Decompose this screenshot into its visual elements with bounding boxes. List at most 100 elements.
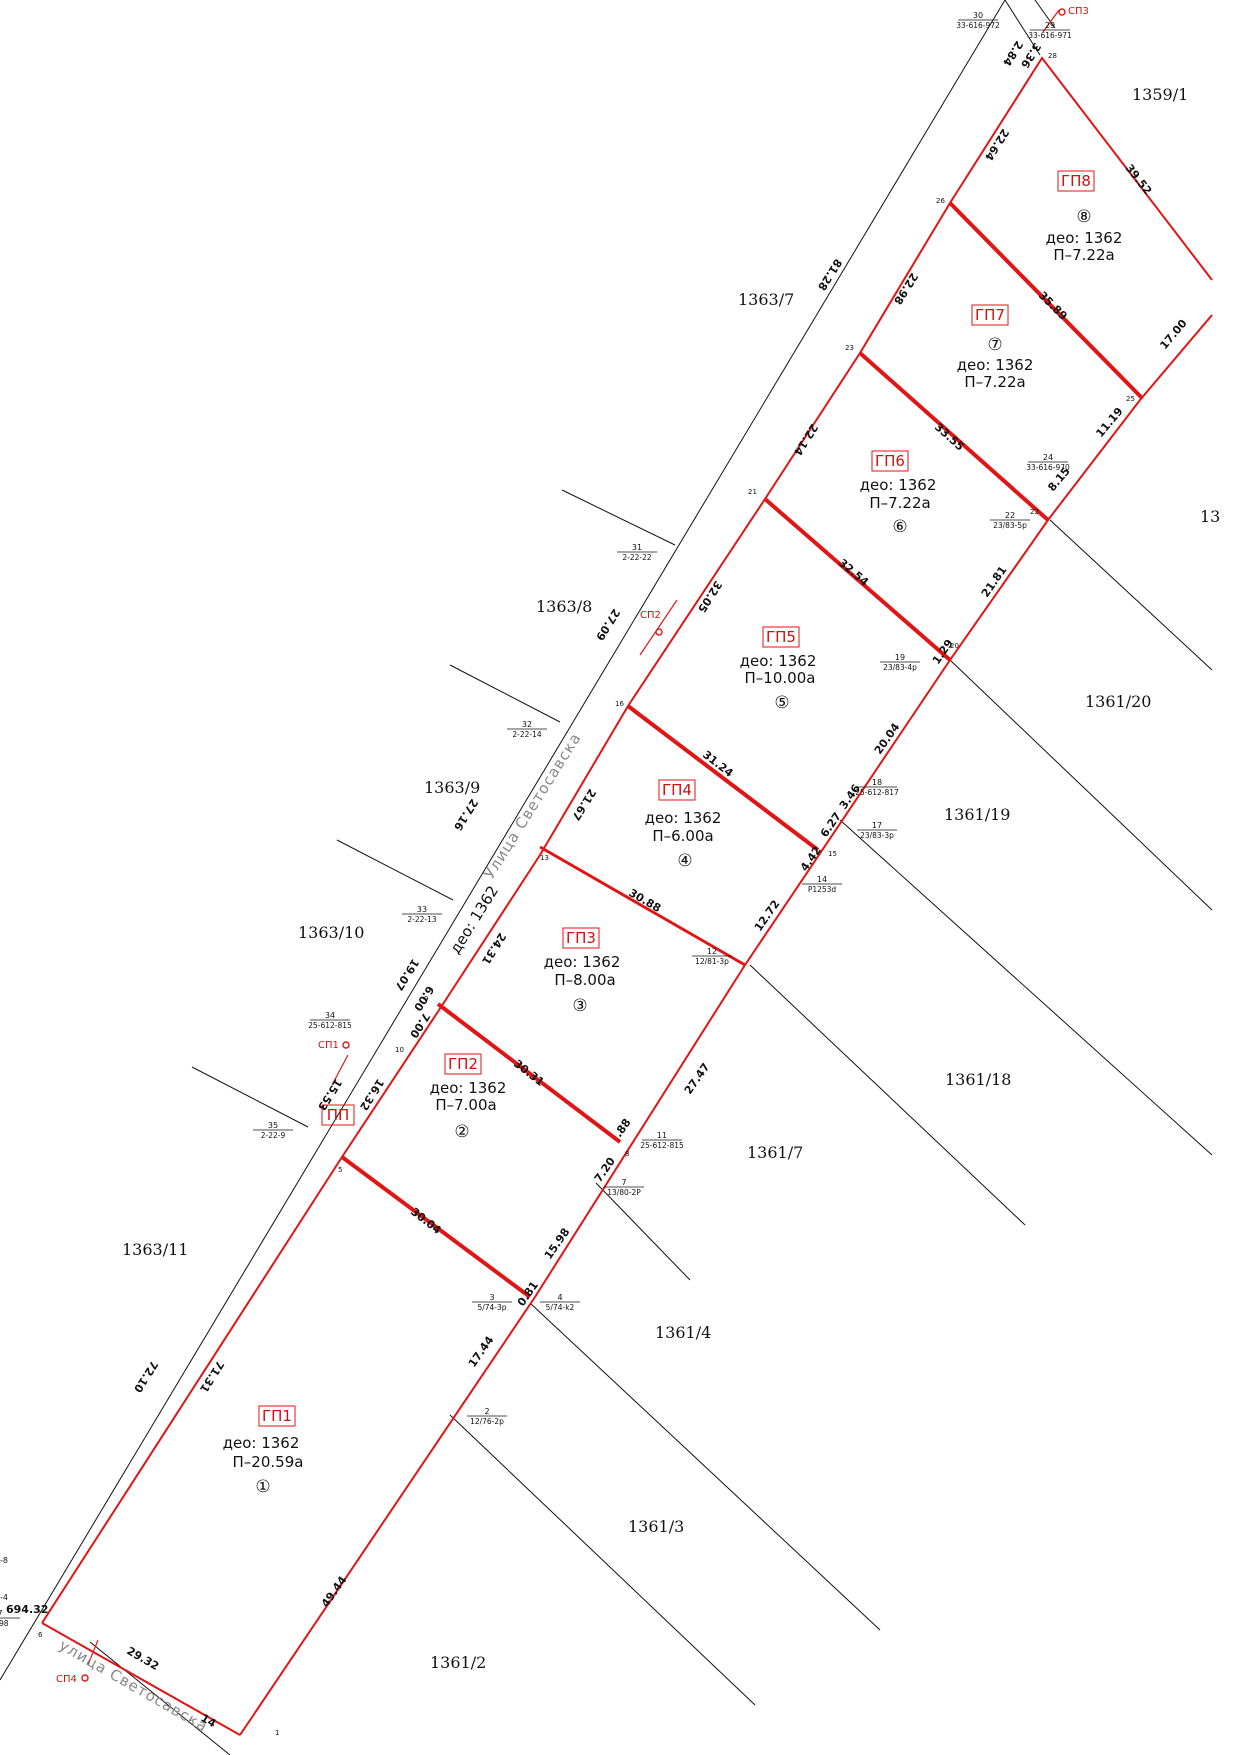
caption-document: 25-612-815: [308, 1021, 352, 1030]
corner-points: 28 26 23 25 21 22 20 16 15 13 9 10 8 5 6…: [38, 52, 1135, 1737]
lot-gp1: ГП1 део: 1362 П–20.59а ①: [223, 1405, 304, 1497]
lot-gp6: ГП6 део: 1362 П–7.22а ⑥: [860, 450, 936, 537]
lots: ГП8 ⑧ део: 1362 П–7.22а ГП7 ⑦ део: 1362 …: [223, 170, 1122, 1497]
survey-point-marker: [342, 1041, 350, 1049]
lot-code: ГП2: [448, 1055, 478, 1073]
caption-number: 18: [872, 778, 882, 787]
dimension-label: 49.44: [319, 1573, 350, 1609]
parcel-label: 1363/11: [122, 1240, 188, 1259]
dimension-label: 7.20: [592, 1155, 618, 1185]
point-number: 28: [1048, 52, 1057, 60]
lot-code-box: [562, 927, 600, 949]
fraction-caption: 7-798: [0, 1609, 20, 1628]
caption-number: 19: [895, 653, 905, 662]
lot-gp4: ГП4 део: 1362 П–6.00а ④: [645, 779, 721, 871]
cadastral-boundaries: [0, 0, 1213, 1755]
point-number: 15: [828, 850, 837, 858]
parcel-labels: 1359/1 1363/7 1363/8 1363/9 1363/10 1363…: [122, 85, 1220, 1672]
caption-document: 12/76-2p: [470, 1417, 504, 1426]
lot-code: ГП1: [262, 1407, 292, 1425]
survey-point-marker: [655, 628, 663, 636]
caption-document: 12/81-3p: [695, 957, 729, 966]
point-number: 22: [1030, 508, 1039, 516]
survey-point-label: СП4: [56, 1674, 77, 1685]
caption-number: 17: [872, 821, 882, 830]
lot-number-circle: ⑤: [774, 693, 789, 713]
lot-code-box: [1057, 170, 1095, 192]
lot-area: П–7.00а: [435, 1096, 496, 1114]
caption-number: 24: [1043, 453, 1053, 462]
fraction-caption: 45/74-k2: [540, 1293, 580, 1312]
fraction-caption: 713/80-2P: [604, 1178, 644, 1197]
lot-deo: део: 1362: [223, 1434, 300, 1452]
dimension-label: 39.52: [1123, 162, 1155, 197]
point-number: 23: [845, 344, 854, 352]
parcel-label: 1361/7: [747, 1143, 803, 1162]
caption-number: 32: [522, 720, 532, 729]
lot-area: П–20.59а: [233, 1453, 304, 1471]
dimension-label: 30.31: [511, 1057, 546, 1089]
lot-code: ГП7: [975, 306, 1005, 324]
parcel-label: 1361/18: [945, 1070, 1011, 1089]
lot-code: ГП6: [875, 452, 905, 470]
survey-line-sp4: [87, 1639, 99, 1666]
lot-divider-5-4: [340, 1155, 532, 1299]
point-number: 5: [338, 1166, 342, 1174]
parcel-label: 1363/8: [536, 597, 592, 616]
caption-number: 7: [621, 1178, 626, 1187]
dimension-label: 27.47: [682, 1061, 713, 1097]
dimension-label: 30.04: [408, 1205, 444, 1237]
lot-gp7: ГП7 ⑦ део: 1362 П–7.22а: [957, 304, 1033, 391]
point-number: 9: [424, 995, 428, 1003]
point-number: 6: [38, 1631, 43, 1639]
caption-number: 30: [973, 11, 983, 20]
parcel-label: 1361/4: [655, 1323, 711, 1342]
lot-area: П–7.22а: [869, 494, 930, 512]
caption-document: 33-616-971: [1028, 31, 1072, 40]
lot-number-circle: ⑦: [987, 335, 1002, 355]
point-number: 10: [395, 1046, 404, 1054]
point-number: 8: [625, 1150, 629, 1158]
caption-number: 34: [325, 1011, 335, 1020]
lot-deo: део: 1362: [740, 652, 817, 670]
lot-deo: део: 1362: [430, 1079, 507, 1097]
parcel-label: 1361/2: [430, 1653, 486, 1672]
lot-gp5: ГП5 део: 1362 П–10.00а ⑤: [740, 626, 817, 713]
caption-number: 4: [557, 1293, 562, 1302]
parcel-label: 13: [1200, 507, 1220, 526]
lot-code: ГП5: [766, 628, 796, 646]
dimension-label: 21.67: [569, 786, 598, 822]
lot-divider-13-12: [539, 845, 746, 967]
caption-document: -798: [0, 1619, 9, 1628]
lot-number-circle: ②: [454, 1122, 469, 1142]
caption-document: 2-22-22: [622, 553, 651, 562]
survey-point-marker: [1058, 8, 1066, 16]
lot-divider-26-25: [948, 201, 1144, 400]
dimensions: 2.84 3.36 22.64 39.52 22.98 35.89 17.00 …: [6, 38, 1190, 1730]
caption-document: P1253d: [808, 885, 837, 894]
dimension-label: 24.31: [479, 930, 508, 966]
lot-gp3: ГП3 део: 1362 П–8.00а ③: [544, 927, 620, 1016]
lot-code-box: [762, 626, 800, 648]
lot-code: ГП8: [1061, 172, 1091, 190]
lot-code: ГП4: [662, 781, 692, 799]
caption-document: 5/74-3p: [477, 1303, 506, 1312]
dimension-label: 17.44: [466, 1333, 497, 1369]
caption-document: 25-612-817: [855, 788, 899, 797]
lot-area: П–6.00а: [652, 827, 713, 845]
survey-line-sp3: [1042, 9, 1060, 33]
point-number: 21: [748, 488, 757, 496]
fraction-caption: 35/74-3p: [472, 1293, 512, 1312]
caption-number: 3: [489, 1293, 494, 1302]
dimension-label: 694.32: [6, 1603, 48, 1616]
lot-area: П–10.00а: [745, 669, 816, 687]
edge-fragment: -4: [0, 1593, 8, 1602]
fraction-caption: 322-22-14: [507, 720, 547, 739]
